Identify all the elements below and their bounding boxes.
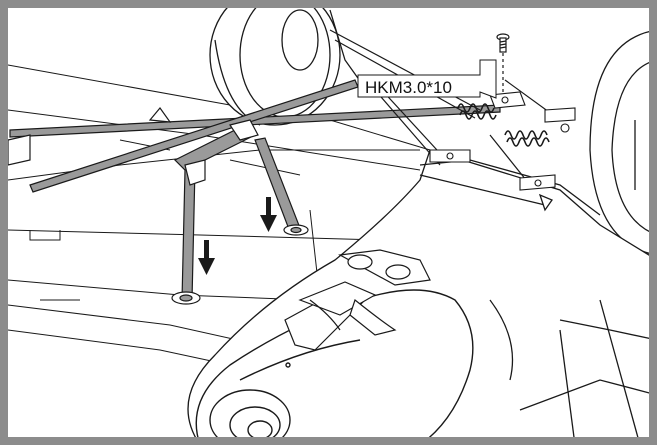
nose-cowl <box>195 289 474 445</box>
callout-label: HKM3.0*10 <box>365 78 452 97</box>
down-arrow-icon <box>198 197 277 275</box>
wheel-left <box>209 0 371 126</box>
wheel-right <box>589 29 657 256</box>
screw-icon <box>496 33 510 95</box>
strut-rails <box>7 79 501 193</box>
spring-icon <box>457 103 550 147</box>
cowl-details <box>284 249 431 351</box>
landing-struts <box>171 119 309 305</box>
callout: HKM3.0*10 <box>357 59 497 99</box>
mount-brackets <box>429 91 576 191</box>
